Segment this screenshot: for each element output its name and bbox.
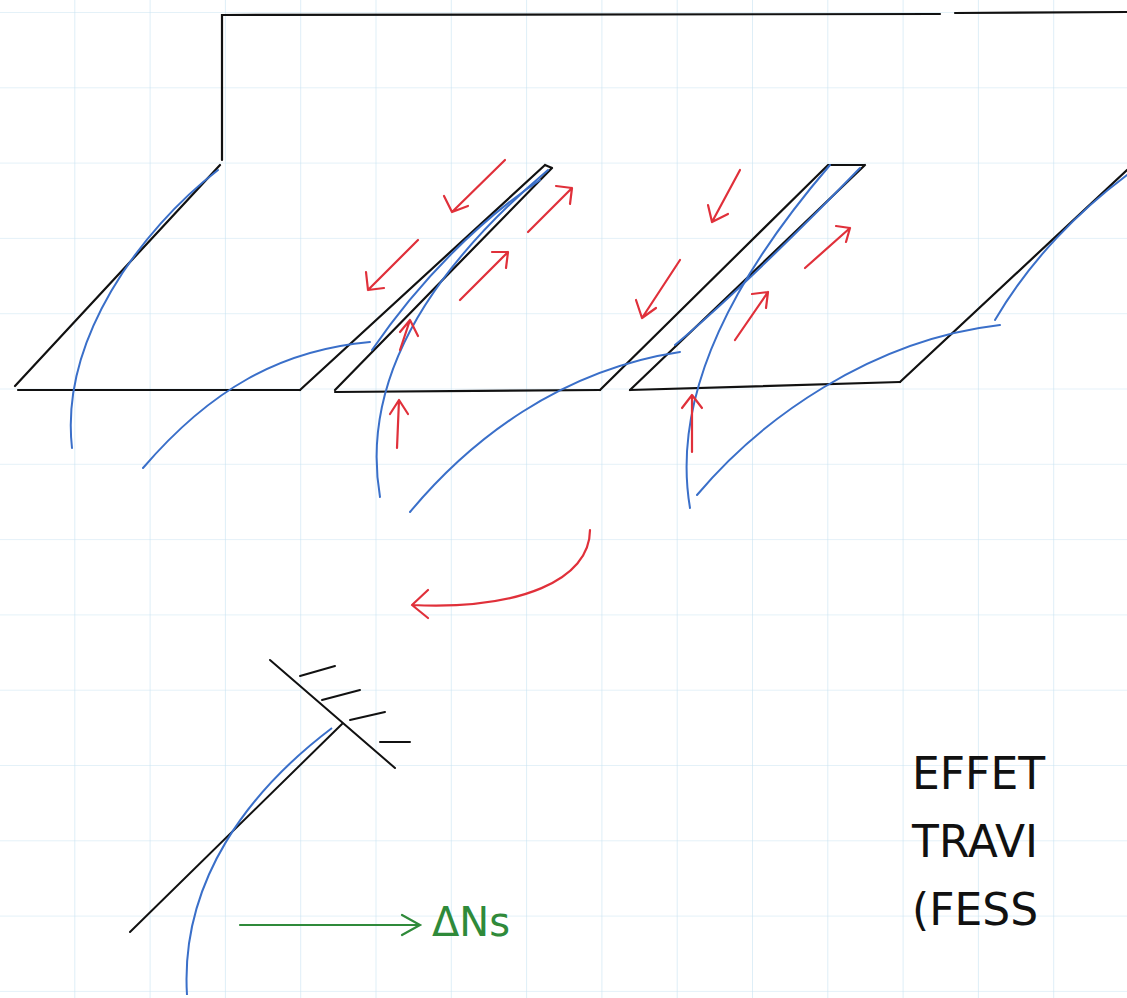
note-text: TRAVI: [912, 820, 1038, 864]
force-arrows: [366, 160, 850, 618]
stress-lines: [71, 165, 1127, 512]
stress-line: [187, 728, 332, 995]
green-arrow: [240, 915, 420, 935]
note-text: EFFET: [912, 752, 1045, 796]
detail-sketch: [130, 660, 410, 932]
force-label: ΔNs: [432, 902, 510, 942]
note-text: (FESS: [912, 888, 1038, 932]
